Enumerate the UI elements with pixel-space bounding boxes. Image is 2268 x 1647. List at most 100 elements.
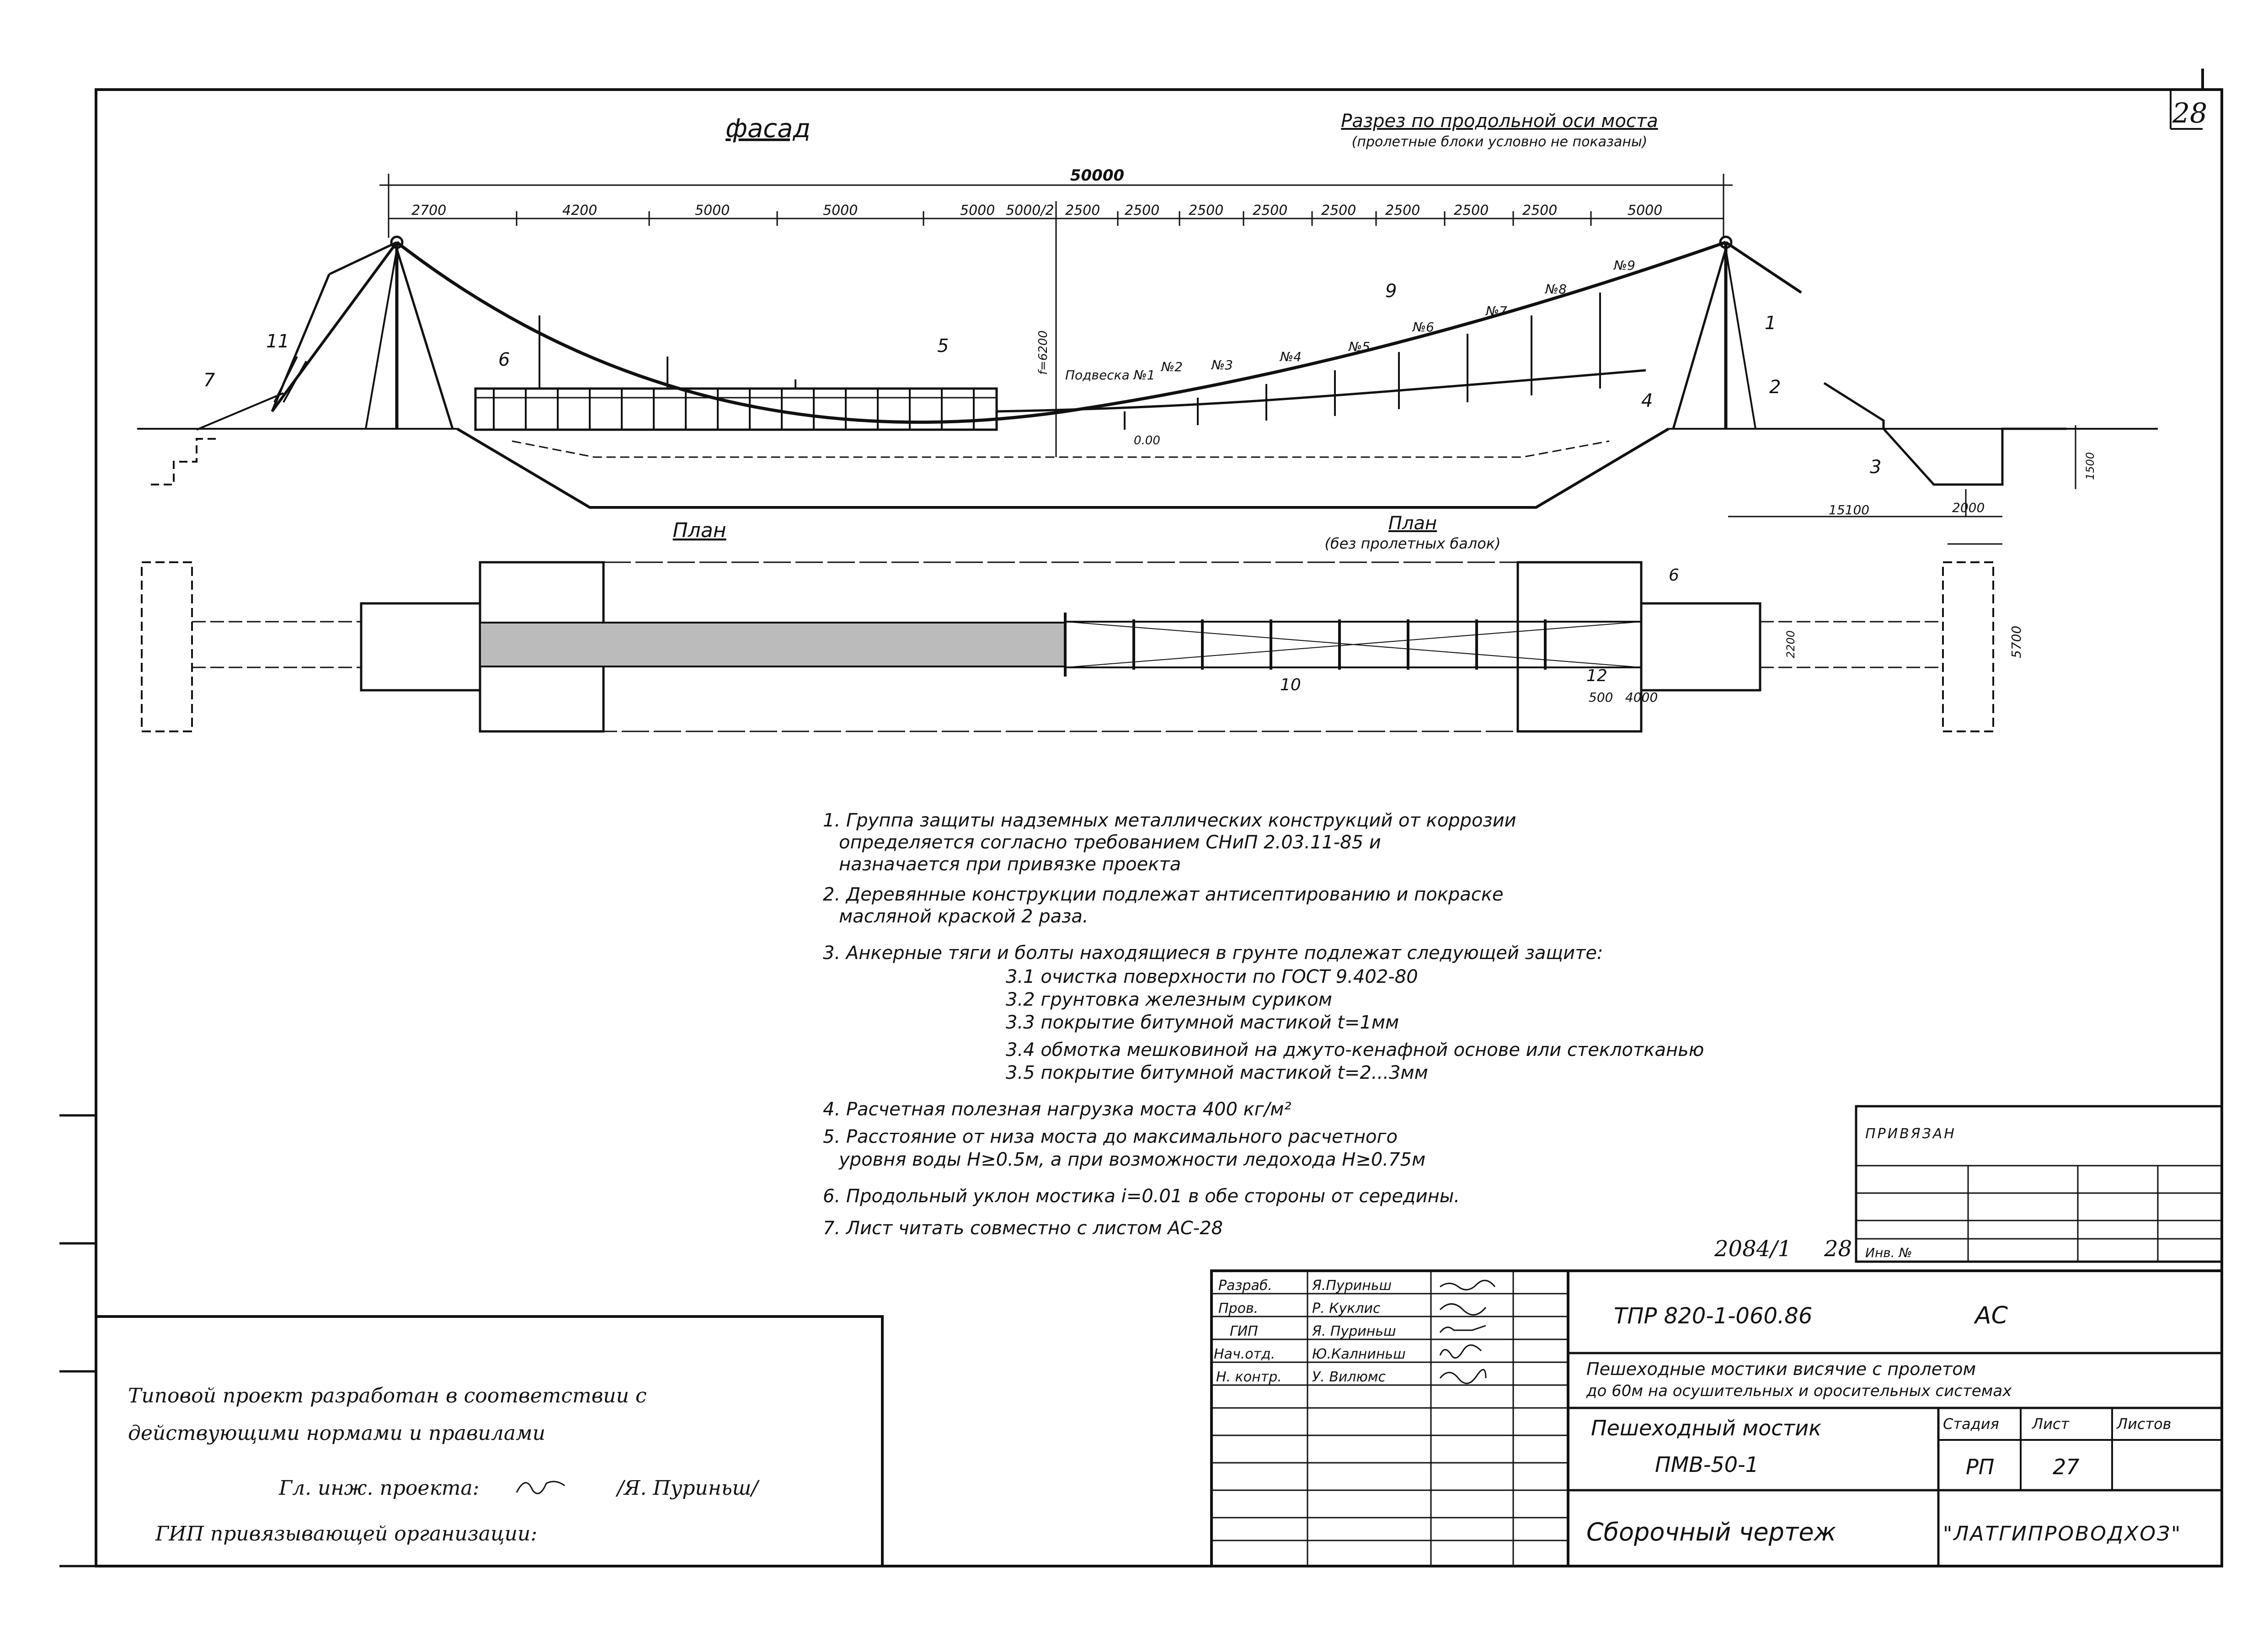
note-line: масляной краской 2 раза. bbox=[839, 906, 1089, 927]
drawing-title: Сборочный чертеж bbox=[1586, 1518, 1836, 1546]
left-pylon-strut bbox=[365, 249, 398, 429]
span-dim: 2500 bbox=[1454, 203, 1489, 219]
left-deck-frame bbox=[474, 387, 998, 431]
span-dim: 2500 bbox=[1125, 203, 1159, 219]
title-block-main: ТПР 820-1-060.86 АС Пешеходные мостики в… bbox=[1586, 1302, 2182, 1546]
project-name-line-2: до 60м на осушительных и оросительных си… bbox=[1586, 1382, 2012, 1400]
callout-1: 1 bbox=[1765, 313, 1776, 334]
callout-11: 11 bbox=[266, 331, 289, 352]
title-block-grid bbox=[1211, 1271, 1568, 1566]
note-line: 3.5 покрытие битумной мастикой t=2...3мм bbox=[1006, 1062, 1428, 1083]
left-backstay bbox=[271, 241, 398, 412]
plan-right-heading: План bbox=[1388, 513, 1437, 534]
sheets-label: Листов bbox=[2116, 1415, 2172, 1433]
sheet-ref-b: 28 bbox=[1824, 1236, 1852, 1262]
approval-line-4: ГИП привязывающей организации: bbox=[155, 1522, 537, 1546]
hanger-pointer: Подвеска №1 bbox=[1065, 368, 1155, 383]
plan-callouts: 10 12 6 bbox=[1280, 566, 1679, 694]
span-dim: 2700 bbox=[411, 203, 446, 219]
right-anchor-plan bbox=[1942, 561, 1994, 732]
bridge-plan bbox=[141, 561, 1994, 733]
note-line: 7. Лист читать совместно с листом АС-28 bbox=[823, 1218, 1223, 1239]
plan-dim-a: 500 bbox=[1589, 690, 1613, 705]
stage-value: РП bbox=[1966, 1455, 1994, 1479]
note-line: 3.1 очистка поверхности по ГОСТ 9.402-80 bbox=[1006, 966, 1418, 987]
name-cell: У. Вилюмс bbox=[1312, 1369, 1386, 1385]
sheet-ref-a: 2084/1 bbox=[1714, 1236, 1792, 1262]
sag-dimension: f=6200 bbox=[1036, 330, 1050, 375]
span-dim: 2500 bbox=[1065, 203, 1100, 219]
approval-line-1: Типовой проект разработан в соответствии… bbox=[128, 1384, 647, 1407]
span-dim: 2500 bbox=[1189, 203, 1223, 219]
note-line: 4. Расчетная полезная нагрузка моста 400… bbox=[823, 1099, 1291, 1120]
section-cut-subheading: (пролетные блоки условно не показаны) bbox=[1352, 134, 1648, 150]
span-dim: 2500 bbox=[1522, 203, 1557, 219]
callout-7: 7 bbox=[203, 370, 215, 391]
callout-4: 4 bbox=[1641, 390, 1653, 411]
chief-signature bbox=[516, 1481, 565, 1494]
hanger-label: №7 bbox=[1485, 304, 1507, 319]
approval-line-3-label: Гл. инж. проекта: bbox=[278, 1476, 480, 1500]
role-cell: Нач.отд. bbox=[1214, 1346, 1275, 1362]
role-cell: Разраб. bbox=[1218, 1278, 1272, 1294]
span-dim: 5000 bbox=[823, 203, 858, 219]
deck-planking-plan bbox=[479, 622, 1066, 667]
span-dim: 2500 bbox=[1321, 203, 1356, 219]
right-pylon-brace bbox=[1672, 249, 1727, 429]
note-line: 3. Анкерные тяги и болты находящиеся в г… bbox=[823, 943, 1603, 964]
span-dimension-texts: 2700 4200 5000 5000 5000 5000/2 2500 250… bbox=[411, 203, 1662, 219]
ground-right-dim: 15100 bbox=[1829, 502, 1869, 517]
span-dim: 5000/2 bbox=[1006, 203, 1054, 219]
left-pylon-brace bbox=[395, 249, 454, 429]
ravine-profile bbox=[456, 427, 1670, 509]
drawing-code: ТПР 820-1-060.86 bbox=[1614, 1303, 1812, 1329]
overall-dimension-text: 50000 bbox=[1070, 166, 1124, 185]
hanger-label: №8 bbox=[1544, 282, 1567, 297]
right-backstay bbox=[1725, 241, 1802, 294]
hanger-label: №4 bbox=[1279, 349, 1302, 364]
note-line: определяется согласно требованием СНиП 2… bbox=[839, 832, 1381, 853]
right-ground-dims: 15100 2000 1500 bbox=[1829, 452, 2097, 517]
note-line: назначается при привязке проекта bbox=[839, 854, 1181, 875]
plan-left-heading: План bbox=[673, 519, 726, 542]
bridge-elevation bbox=[137, 235, 2158, 509]
deck-line bbox=[996, 369, 1646, 413]
callout-2: 2 bbox=[1769, 377, 1781, 398]
note-line: 2. Деревянные конструкции подлежат антис… bbox=[823, 884, 1504, 905]
callout-12: 12 bbox=[1586, 666, 1607, 685]
stage-label: Стадия bbox=[1943, 1415, 1999, 1433]
note-line: 3.4 обмотка мешковиной на джуто-кенафной… bbox=[1006, 1039, 1704, 1061]
page-number: 28 bbox=[2172, 97, 2207, 129]
note-line: 1. Группа защиты надземных металлических… bbox=[823, 810, 1516, 831]
left-anchor-plan bbox=[141, 561, 193, 732]
plan-cross-beams bbox=[1132, 619, 1547, 670]
title-block-people: Разраб. Я.Пуриньш Пров. Р. Куклис ГИП Я.… bbox=[1214, 1278, 1406, 1385]
callout-6: 6 bbox=[498, 349, 510, 370]
left-pylon-plan bbox=[360, 602, 481, 692]
left-backstay-2 bbox=[328, 241, 398, 276]
note-line: 3.2 грунтовка железным суриком bbox=[1006, 989, 1332, 1010]
project-name-line-1: Пешеходные мостики висячие с пролетом bbox=[1586, 1359, 1976, 1379]
facade-heading: фасад bbox=[726, 114, 811, 144]
pit-width-dim: 2000 bbox=[1952, 500, 1985, 515]
plan-dim-b: 4000 bbox=[1625, 690, 1658, 705]
plan-right-subheading: (без пролетных балок) bbox=[1324, 535, 1500, 552]
name-cell: Я. Пуриньш bbox=[1312, 1323, 1396, 1339]
right-pylon-plan bbox=[1640, 602, 1761, 692]
right-abutment-block bbox=[1516, 561, 1643, 733]
plan-deck-dim: 2200 bbox=[1784, 630, 1797, 658]
deck-posts bbox=[493, 389, 975, 430]
binding-title: ПРИВЯЗАН bbox=[1865, 1126, 1956, 1142]
note-line: 6. Продольный уклон мостика i=0.01 в обе… bbox=[823, 1186, 1460, 1207]
role-cell: ГИП bbox=[1230, 1323, 1258, 1339]
binding-table bbox=[1855, 1105, 2223, 1263]
organization-name: "ЛАТГИПРОВОДХОЗ" bbox=[1943, 1522, 2182, 1546]
pit-depth-dim: 1500 bbox=[2084, 452, 2097, 480]
span-dim: 5000 bbox=[695, 203, 730, 219]
binding-inv: Инв. № bbox=[1865, 1245, 1912, 1260]
object-name-2: ПМВ-50-1 bbox=[1655, 1452, 1759, 1477]
hanger-label: №3 bbox=[1211, 357, 1233, 373]
left-anchor bbox=[151, 356, 307, 485]
title-block bbox=[1210, 1269, 2223, 1567]
